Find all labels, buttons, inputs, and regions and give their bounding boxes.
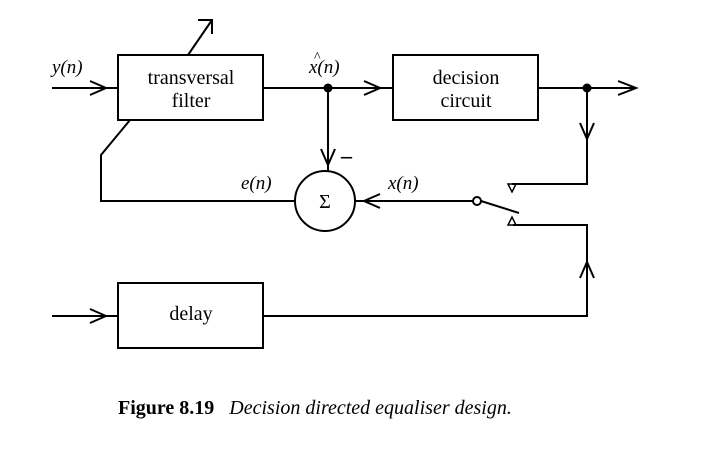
caption-label: Figure 8.19 [118,397,214,419]
estimate-to-sum-arrow-head [320,148,336,168]
delay-label: delay [169,303,212,325]
caption-text: Decision directed equaliser design. [228,397,512,419]
transversal-filter-label-line2: filter [172,90,211,112]
minus-sign: – [340,143,353,168]
figure-caption: Figure 8.19 Decision directed equaliser … [118,397,512,419]
error-feedback-line [100,119,295,202]
decision-feedback-arrow-head [579,122,595,142]
switch-contact-lower [506,215,518,226]
sum-symbol: Σ [319,191,331,213]
adaptation-arrow-head [198,19,213,34]
decision-output-arrow-head [617,80,639,96]
decision-feedback-line [512,88,588,185]
delay-output-line [263,224,588,317]
reference-signal-label: x(n) [387,173,419,194]
decision-circuit-label-line2: circuit [440,90,492,112]
adaptation-arrow-line [187,19,213,56]
switch-blade [480,200,520,214]
switch-pivot [472,196,482,206]
input-arrow-head [89,80,109,96]
transversal-filter-label-line1: transversal [148,67,235,89]
delay-output-arrow-head [579,259,595,279]
reference-arrow-head [361,193,381,209]
input-signal-label: y(n) [50,57,83,78]
switch-contact-upper [506,183,518,194]
decision-circuit-label-line1: decision [433,67,500,89]
delay-input-arrow-head [89,308,109,324]
estimate-hat: ^ [314,50,321,65]
estimate-arrow-head [363,80,383,96]
estimate-signal-label: x(n) [308,57,340,78]
error-signal-label: e(n) [241,173,272,194]
